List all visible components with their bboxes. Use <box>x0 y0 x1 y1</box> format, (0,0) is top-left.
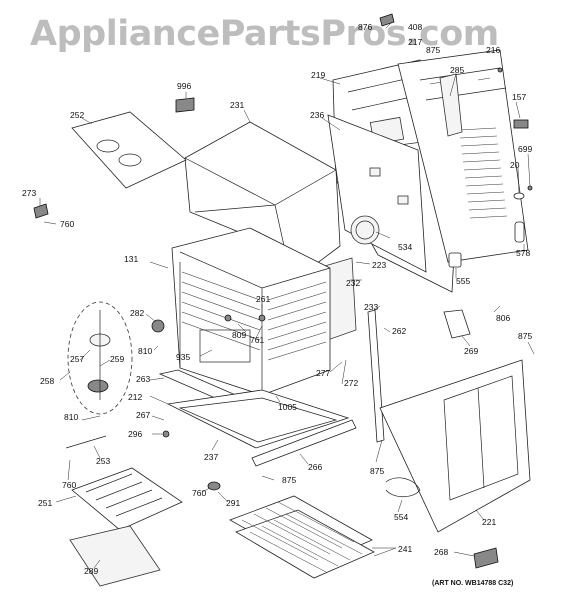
callout-268: 268 <box>434 547 448 557</box>
callout-554: 554 <box>394 512 408 522</box>
leader-lines <box>39 21 535 569</box>
callout-282: 282 <box>130 308 144 318</box>
callout-875-bottom: 875 <box>282 475 296 485</box>
callout-761: 761 <box>250 335 264 345</box>
callout-266: 266 <box>308 462 322 472</box>
callout-217: 217 <box>408 37 422 47</box>
callout-253: 253 <box>96 456 110 466</box>
part-408 <box>379 13 395 27</box>
callout-875-mid: 875 <box>370 466 384 476</box>
sensor-253 <box>65 435 107 449</box>
element-group-258 <box>67 301 133 415</box>
callout-273: 273 <box>22 188 36 198</box>
rail-266 <box>251 419 357 467</box>
callout-259: 259 <box>110 354 124 364</box>
callout-578: 578 <box>516 248 530 258</box>
part-555 <box>448 252 462 268</box>
callout-555: 555 <box>456 276 470 286</box>
callout-labels: 408 876 217 875 216 219 285 157 231 236 … <box>22 22 532 576</box>
bracket-269 <box>443 309 471 339</box>
callout-806: 806 <box>496 313 510 323</box>
callout-289: 289 <box>84 566 98 576</box>
oven-cavity <box>171 227 331 396</box>
part-291 <box>207 481 221 491</box>
knob-282 <box>151 319 165 333</box>
callout-810-top: 810 <box>138 346 152 356</box>
back-wrapper-216 <box>397 49 529 263</box>
callout-219: 219 <box>311 70 325 80</box>
callout-699: 699 <box>518 144 532 154</box>
callout-291: 291 <box>226 498 240 508</box>
top-shroud-231 <box>184 121 341 283</box>
callout-262: 262 <box>392 326 406 336</box>
callout-237: 237 <box>204 452 218 462</box>
racks-241 <box>229 495 375 579</box>
callout-876: 876 <box>358 22 372 32</box>
callout-258: 258 <box>40 376 54 386</box>
callout-760-bottom: 760 <box>192 488 206 498</box>
callout-267: 267 <box>136 410 150 420</box>
callout-157: 157 <box>512 92 526 102</box>
screw-216 <box>497 67 503 73</box>
callout-534: 534 <box>398 242 412 252</box>
callout-269: 269 <box>464 346 478 356</box>
callout-232: 232 <box>346 278 360 288</box>
pan-289 <box>69 525 161 587</box>
part-20 <box>513 192 525 200</box>
art-number: (ART NO. WB14788 C32) <box>432 580 514 587</box>
callout-760-top: 760 <box>60 219 74 229</box>
callout-20: 20 <box>510 160 520 170</box>
callout-263: 263 <box>136 374 150 384</box>
callout-216: 216 <box>486 45 500 55</box>
callout-131: 131 <box>124 254 138 264</box>
callout-236: 236 <box>310 110 324 120</box>
callout-996: 996 <box>177 81 191 91</box>
callout-223: 223 <box>372 260 386 270</box>
callout-285: 285 <box>450 65 464 75</box>
callout-257: 257 <box>70 354 84 364</box>
panel-236 <box>327 114 427 273</box>
callout-296: 296 <box>128 429 142 439</box>
part-268 <box>473 547 499 569</box>
watermark: AppliancePartsPros.com <box>30 14 499 54</box>
callout-408: 408 <box>408 22 422 32</box>
cord-554 <box>385 477 421 498</box>
rail-262 <box>367 309 385 443</box>
callout-1005: 1005 <box>278 402 297 412</box>
callout-252: 252 <box>70 110 84 120</box>
callout-231: 231 <box>230 100 244 110</box>
bracket-157 <box>513 119 529 129</box>
side-panel-221 <box>379 359 531 533</box>
callout-251: 251 <box>38 498 52 508</box>
callout-277: 277 <box>316 368 330 378</box>
callout-875-right: 875 <box>518 331 532 341</box>
callout-809: 809 <box>232 330 246 340</box>
callout-810-bottom: 810 <box>64 412 78 422</box>
part-578 <box>514 221 525 243</box>
callout-241: 241 <box>398 544 412 554</box>
part-273 <box>33 203 49 219</box>
callout-272: 272 <box>344 378 358 388</box>
callout-261: 261 <box>256 294 270 304</box>
screw-699 <box>527 185 533 191</box>
callout-760-left: 760 <box>62 480 76 490</box>
screw-296 <box>162 430 170 438</box>
cooktop-252 <box>71 111 187 189</box>
callout-221: 221 <box>482 517 496 527</box>
callout-212: 212 <box>128 392 142 402</box>
bottom-tray-237 <box>166 389 350 449</box>
callout-233: 233 <box>364 302 378 312</box>
callout-875-top: 875 <box>426 45 440 55</box>
callout-935: 935 <box>176 352 190 362</box>
part-996 <box>175 97 195 113</box>
